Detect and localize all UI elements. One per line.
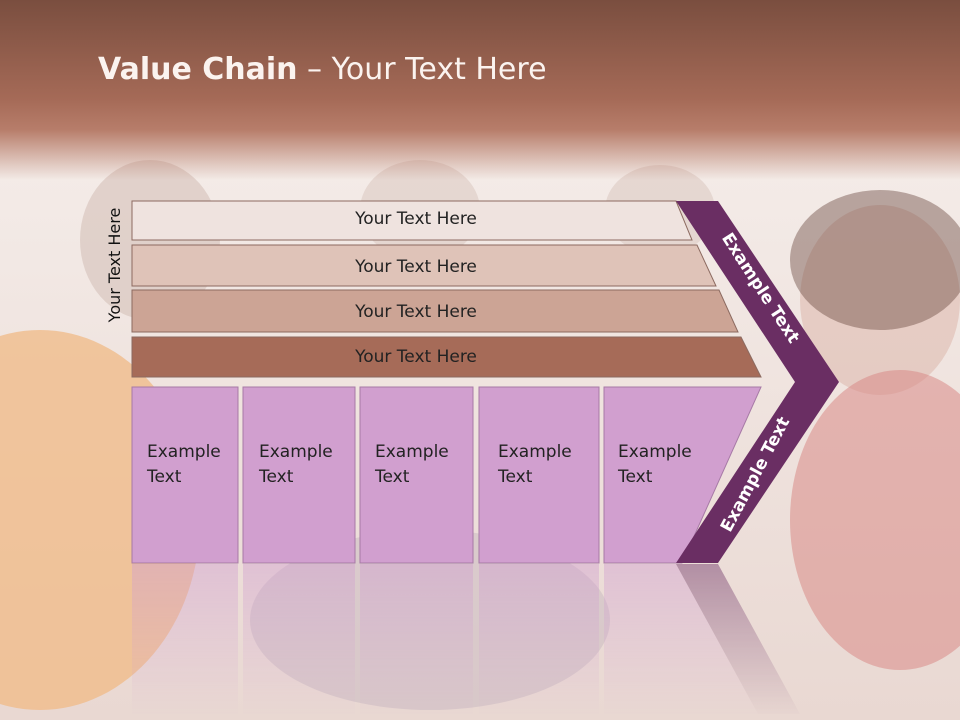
row-4-shape xyxy=(131,336,762,378)
column-1-line1: Example xyxy=(147,442,221,462)
row-1-label: Your Text Here xyxy=(354,209,477,229)
row-4-label: Your Text Here xyxy=(354,347,477,367)
column-3[interactable] xyxy=(359,386,474,564)
row-2-shape xyxy=(131,244,717,287)
row-3-label: Your Text Here xyxy=(354,302,477,322)
page-title: Value Chain – Your Text Here xyxy=(98,52,547,87)
column-4[interactable] xyxy=(478,386,600,564)
chevron-arrow[interactable] xyxy=(676,201,839,563)
column-2-text: Example Text xyxy=(259,440,333,490)
diagram-reflection xyxy=(0,562,960,720)
row-1-shape xyxy=(131,200,693,241)
column-3-line1: Example xyxy=(375,442,449,462)
row-2[interactable]: Your Text Here xyxy=(131,244,717,287)
column-1-text: Example Text xyxy=(147,440,221,490)
columns-group xyxy=(131,386,762,564)
column-5-line2: Text xyxy=(618,467,653,487)
column-2-line1: Example xyxy=(259,442,333,462)
column-5-text: Example Text xyxy=(618,440,692,490)
column-3-text: Example Text xyxy=(375,440,449,490)
row-3[interactable]: Your Text Here xyxy=(131,289,739,333)
title-banner xyxy=(0,0,960,180)
column-4-text: Example Text xyxy=(498,440,572,490)
row-1[interactable]: Your Text Here xyxy=(131,200,693,241)
row-4[interactable]: Your Text Here xyxy=(131,336,762,378)
column-2[interactable] xyxy=(242,386,356,564)
column-1-line2: Text xyxy=(147,467,182,487)
column-4-line2: Text xyxy=(498,467,533,487)
column-3-line2: Text xyxy=(375,467,410,487)
title-bold: Value Chain xyxy=(98,52,298,87)
reflection-shapes xyxy=(132,564,800,714)
title-rest: – Your Text Here xyxy=(297,52,547,87)
column-1[interactable] xyxy=(131,386,239,564)
column-2-line2: Text xyxy=(259,467,294,487)
column-5-line1: Example xyxy=(618,442,692,462)
row-2-label: Your Text Here xyxy=(354,257,477,277)
row-3-shape xyxy=(131,289,739,333)
column-4-line1: Example xyxy=(498,442,572,462)
